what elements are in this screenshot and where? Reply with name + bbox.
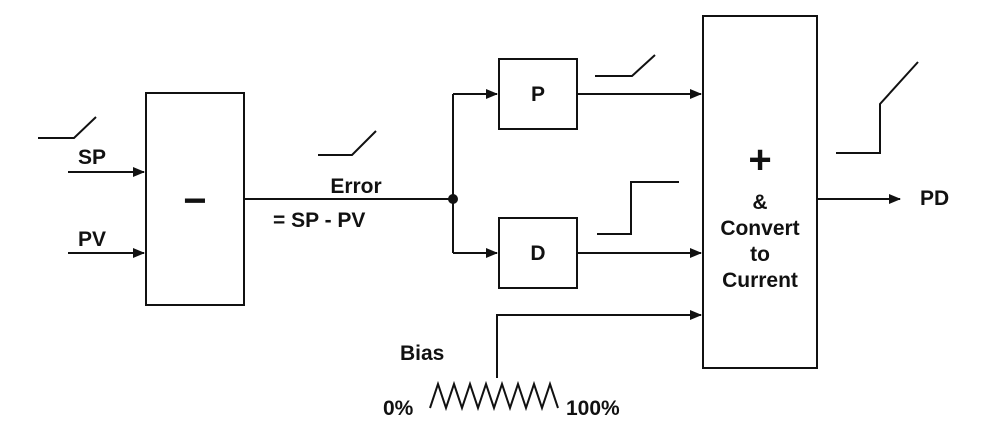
pv-label: PV [78,228,107,251]
error-ramp-signal [318,130,377,156]
d-label: D [530,242,546,265]
sum-line-to: to [750,243,770,266]
bias-potentiometer [429,380,559,412]
sum-line-amp: & [752,191,768,214]
bias-line [496,310,702,378]
bias-min-label: 0% [383,397,414,420]
sum-convert-block [702,15,818,369]
plus-symbol: + [748,138,772,182]
sp-label: SP [78,146,107,169]
p-label: P [530,83,545,106]
sp-ramp-signal [38,116,97,139]
bias-max-label: 100% [566,397,620,420]
minus-symbol: − [183,179,207,223]
sum-line-current: Current [722,269,798,292]
bias-label: Bias [400,342,445,365]
sum-line-convert: Convert [720,217,800,240]
p-ramp-signal [595,54,656,77]
pd-output-label: PD [920,187,950,210]
error-formula: = SP - PV [273,209,366,232]
d-step-signal [597,181,679,235]
junction-dot [448,194,458,204]
error-label: Error [330,175,382,198]
pd-output-signal [836,61,919,154]
